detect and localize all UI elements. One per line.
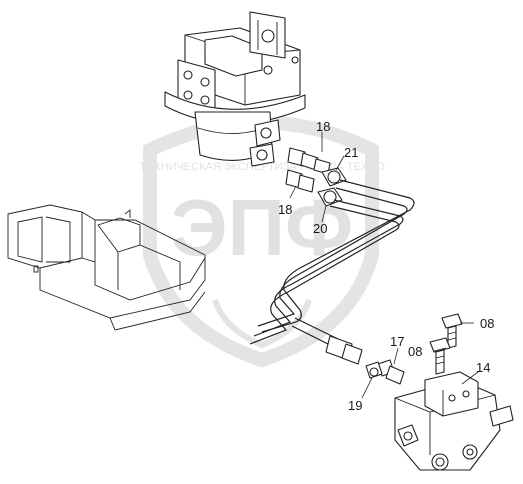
callouts: 18 21 18 20 08 08 17 14 19 (278, 119, 494, 413)
watermark: ТЕХНИЧЕСКАЯ ЭКСПЕРТИЗА ГОРОДА ТЕХНО ЭПФ (139, 115, 385, 368)
callout-08-lower: 08 (408, 344, 422, 359)
hydraulic-hoses (249, 179, 415, 345)
callout-18-upper: 18 (316, 119, 330, 134)
lower-hoses (291, 317, 363, 365)
valve-14 (394, 371, 514, 471)
callout-20: 20 (313, 221, 327, 236)
fitting-21 (321, 167, 347, 187)
callout-19: 19 (348, 398, 362, 413)
excavator-outline (7, 204, 206, 331)
bolt-08-upper (441, 313, 463, 349)
top-valve-assembly (164, 11, 306, 167)
fitting-18-upper (287, 147, 331, 175)
callout-18-lower: 18 (278, 202, 292, 217)
fitting-18-lower (285, 169, 315, 193)
leader-lines (289, 132, 479, 399)
callout-17: 17 (390, 334, 404, 349)
callout-14: 14 (476, 360, 490, 375)
callout-21: 21 (344, 145, 358, 160)
fitting-19 (365, 361, 383, 379)
bolt-08-lower (429, 337, 451, 375)
callout-08-upper: 08 (480, 316, 494, 331)
fitting-17 (377, 359, 405, 385)
fitting-20 (317, 187, 343, 207)
